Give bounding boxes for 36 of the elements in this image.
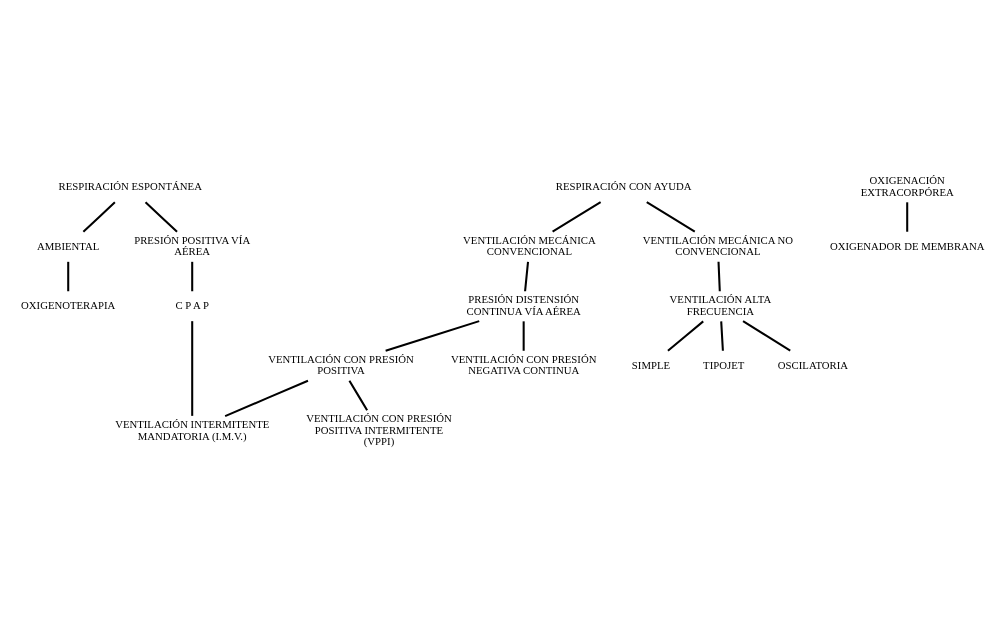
node-text: C P A P (175, 299, 209, 312)
node-text: RESPIRACIÓN ESPONTÁNEA (58, 180, 202, 192)
connector (82, 201, 116, 233)
node-text: OXIGENACIÓN EXTRACORPÓREA (860, 174, 954, 198)
node-text: VENTILACIÓN MECÁNICA NO CONVENCIONAL (642, 233, 794, 258)
connector (667, 320, 704, 352)
node-text: TIPOJET (703, 358, 745, 371)
connector (67, 261, 70, 292)
connector (385, 320, 480, 352)
connector (720, 321, 724, 351)
connector (348, 380, 368, 411)
connector (524, 261, 530, 292)
node-text: VENTILACIÓN INTERMITENTE MANDATORIA (I.M.V.) (115, 418, 270, 442)
node-text: AMBIENTAL (37, 239, 100, 252)
connector (522, 321, 525, 351)
connector (191, 321, 194, 416)
connector (906, 202, 909, 232)
connector (646, 201, 696, 233)
node-text: PRESIÓN POSITIVA VÍA AÉREA (134, 233, 251, 258)
connector (191, 261, 194, 292)
node-text: VENTILACIÓN CON PRESIÓN POSITIVA (268, 352, 414, 377)
node-text: VENTILACIÓN CON PRESIÓN POSITIVA INTERMITENTE (VPPI) (306, 412, 452, 448)
node-text: VENTILACIÓN MECÁNICA CONVENCIONAL (463, 233, 596, 258)
node-text: PRESIÓN DISTENSIÓN CONTINUA VÍA AÉREA (466, 293, 581, 317)
node-text: OSCILATORIA (777, 358, 849, 371)
connector (224, 379, 309, 418)
node-text: SIMPLE (631, 358, 671, 371)
node-text: OXIGENOTERAPIA (21, 299, 116, 312)
connector (552, 201, 602, 233)
connector (717, 261, 721, 292)
node-text: OXIGENADOR DE MEMBRANA (829, 239, 985, 252)
node-text: RESPIRACIÓN CON AYUDA (555, 180, 692, 192)
node-text: VENTILACIÓN ALTA FRECUENCIA (669, 293, 772, 317)
connector (742, 320, 791, 352)
node-text: VENTILACIÓN CON PRESIÓN NEGATIVA CONTINUA (450, 352, 597, 377)
connector (144, 201, 178, 233)
